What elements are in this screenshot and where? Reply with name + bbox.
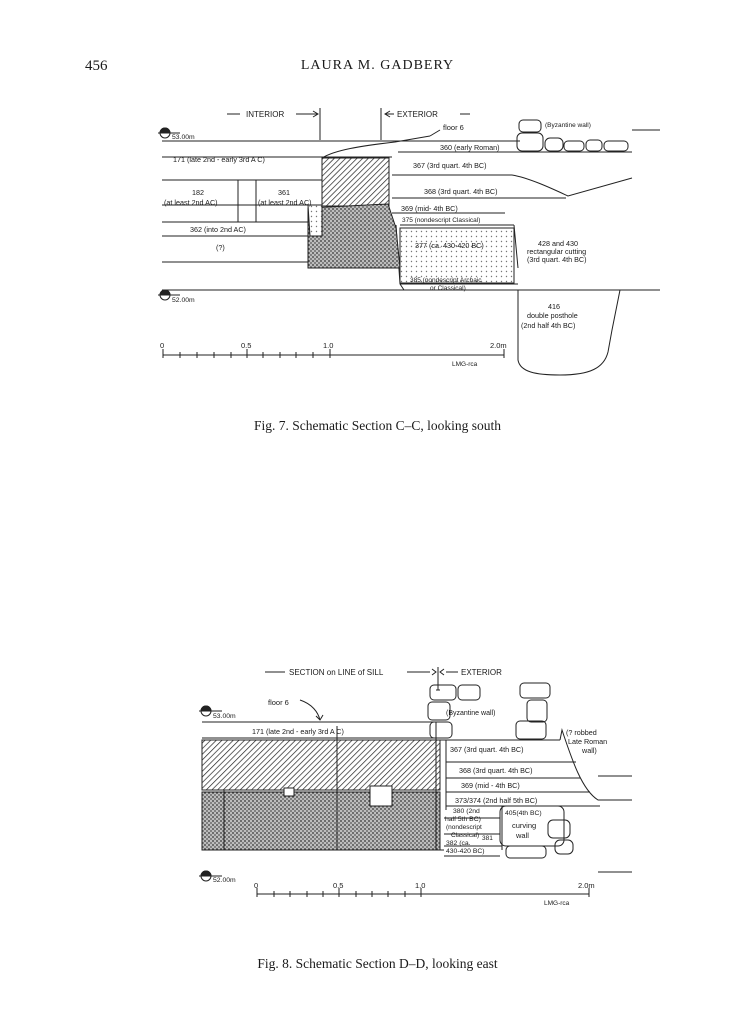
fig7-layer-unknown: (?) (216, 243, 225, 252)
fig8-layer-381-desc: Classical) (451, 832, 479, 839)
fig7-layer-428-desc: rectangular cutting (527, 247, 586, 256)
fig8-layer-380-date: half 5th BC) (445, 816, 481, 823)
fig7-scale-20: 2.0m (490, 341, 507, 350)
fig7-elev-top: 53.00m (172, 134, 195, 141)
fig8-elev-top: 53.00m (213, 713, 236, 720)
fig7-credit: LMG-rca (452, 361, 478, 368)
fig7-layer-416-date: (2nd half 4th BC) (521, 321, 575, 330)
fig8-layer-382: 382 (ca. (446, 840, 471, 847)
fig7-layer-428-date: (3rd quart. 4th BC) (527, 255, 587, 264)
figure-7 (158, 108, 660, 376)
fig7-elev-bottom: 52.00m (172, 297, 195, 304)
fig8-scale-0: 0 (254, 881, 258, 890)
figure-8 (199, 667, 632, 897)
figure-7-labels: INTERIOR EXTERIOR floor 6 (Byzantine wal… (160, 110, 591, 368)
fig8-layer-381: (nondescript (446, 824, 482, 831)
figure-8-labels: SECTION on LINE of SILL EXTERIOR floor 6… (213, 668, 607, 907)
fig8-layer-373: 373/374 (2nd half 5th BC) (455, 796, 537, 805)
fig7-layer-416: 416 (548, 302, 560, 311)
fig7-scale-05: 0.5 (241, 341, 251, 350)
fig7-layer-360: 360 (early Roman) (440, 143, 500, 152)
fig7-scale-10: 1.0 (323, 341, 333, 350)
fig8-layer-381-num: 381 (482, 835, 493, 842)
fig7-layer-182: 182 (192, 188, 204, 197)
fig7-layer-375: 375 (nondescript Classical) (402, 217, 480, 224)
fig7-layer-385-desc: or Classical) (430, 285, 466, 292)
fig7-layer-367: 367 (3rd quart. 4th BC) (413, 161, 487, 170)
fig8-scale-05: 0.5 (333, 881, 343, 890)
fig8-robbed-2: Late Roman (568, 737, 607, 746)
fig7-layer-368: 368 (3rd quart. 4th BC) (424, 187, 498, 196)
fig7-layer-171: 171 (late 2nd - early 3rd A C) (173, 155, 265, 164)
fig8-floor-label: floor 6 (268, 698, 289, 707)
fig8-scale-20: 2.0m (578, 881, 595, 890)
fig7-scale-0: 0 (160, 341, 164, 350)
fig7-layer-369: 369 (mid- 4th BC) (401, 204, 458, 213)
fig7-layer-428: 428 and 430 (538, 239, 578, 248)
fig8-curving-wall: curving (512, 821, 536, 830)
fig8-layer-171: 171 (late 2nd - early 3rd A C) (252, 727, 344, 736)
fig8-exterior-label: EXTERIOR (461, 668, 502, 677)
fig7-layer-416-desc: double posthole (527, 311, 578, 320)
fig7-layer-385: 385 (nondescript Archaic (410, 277, 482, 284)
fig7-layer-361-date: (at least 2nd AC) (258, 198, 312, 207)
fig7-exterior-label: EXTERIOR (397, 110, 438, 119)
fig8-section-label: SECTION on LINE of SILL (289, 668, 384, 677)
fig8-layer-380: 380 (2nd (453, 808, 480, 815)
fig7-interior-label: INTERIOR (246, 110, 284, 119)
fig8-layer-369: 369 (mid - 4th BC) (461, 781, 520, 790)
running-head: LAURA M. GADBERY (300, 58, 455, 73)
fig8-layer-368: 368 (3rd quart. 4th BC) (459, 766, 533, 775)
page-number: 456 (85, 58, 108, 74)
fig7-layer-182-date: (at least 2nd AC) (164, 198, 218, 207)
fig8-layer-367: 367 (3rd quart. 4th BC) (450, 745, 524, 754)
fig8-byzantine-label: (Byzantine wall) (446, 710, 495, 717)
fig7-caption: Fig. 7. Schematic Section C–C, looking s… (253, 418, 502, 433)
fig7-layer-362: 362 (into 2nd AC) (190, 225, 246, 234)
fig8-layer-405: 405(4th BC) (505, 810, 542, 817)
fig8-layer-382-date: 430-420 BC) (446, 848, 485, 855)
fig7-layer-377: 377 (ca. 430-420 BC) (415, 241, 484, 250)
fig8-credit: LMG-rca (544, 900, 570, 907)
fig7-floor-label: floor 6 (443, 123, 464, 132)
fig8-robbed-3: wall) (581, 746, 597, 755)
fig8-robbed: (? robbed (566, 728, 597, 737)
fig8-caption: Fig. 8. Schematic Section D–D, looking e… (257, 956, 498, 971)
fig8-scale-10: 1.0 (415, 881, 425, 890)
fig7-byzantine-label: (Byzantine wall) (545, 122, 591, 129)
fig7-layer-361: 361 (278, 188, 290, 197)
fig8-curving-wall-2: wall (515, 831, 529, 840)
fig8-elev-bottom: 52.00m (213, 877, 236, 884)
